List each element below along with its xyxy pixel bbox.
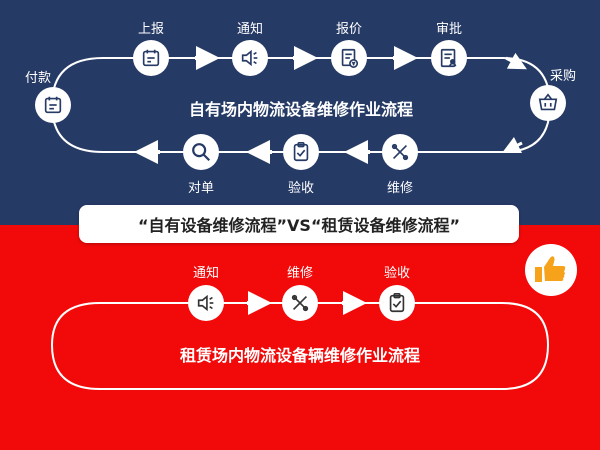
bottom-loop-path [50,302,550,390]
clipboard-check-icon [283,134,319,170]
payment-icon [35,87,71,123]
search-icon [183,134,219,170]
bottom-flow-title: 租赁场内物流设备辆维修作业流程 [179,346,421,365]
step-label-caigou: 采购 [549,69,577,84]
report-icon [133,40,169,76]
top-panel [0,0,600,225]
thumbs-up-icon [525,244,577,296]
arrow [501,136,523,154]
bottom-step-label-yanshou: 验收 [383,266,411,281]
tools-icon [382,134,418,170]
step-label-shenpi: 审批 [435,22,463,37]
step-label-duidan: 对单 [187,181,215,196]
comparison-banner: “自有设备维修流程”VS“租赁设备维修流程” [79,205,519,243]
bottom-panel [0,225,600,450]
top-flow-title: 自有场内物流设备维修作业流程 [188,100,414,119]
speaker-icon [232,40,268,76]
step-label-tongzhi: 通知 [236,22,264,37]
bottom-step-label-weixiu: 维修 [286,266,314,281]
speaker-icon [188,285,224,321]
step-label-baojia: 报价 [335,22,363,37]
step-label-yanshou: 验收 [287,181,315,196]
approval-icon [431,40,467,76]
basket-icon [530,85,566,121]
step-label-shangbao: 上报 [137,22,165,37]
quote-icon [331,40,367,76]
step-label-fukuan: 付款 [24,71,52,86]
bottom-step-label-tongzhi: 通知 [192,266,220,281]
banner-text: “自有设备维修流程”VS“租赁设备维修流程” [138,216,460,235]
clipboard-check-icon [379,285,415,321]
step-label-weixiu: 维修 [386,181,414,196]
arrow [505,52,527,70]
tools-icon [282,285,318,321]
